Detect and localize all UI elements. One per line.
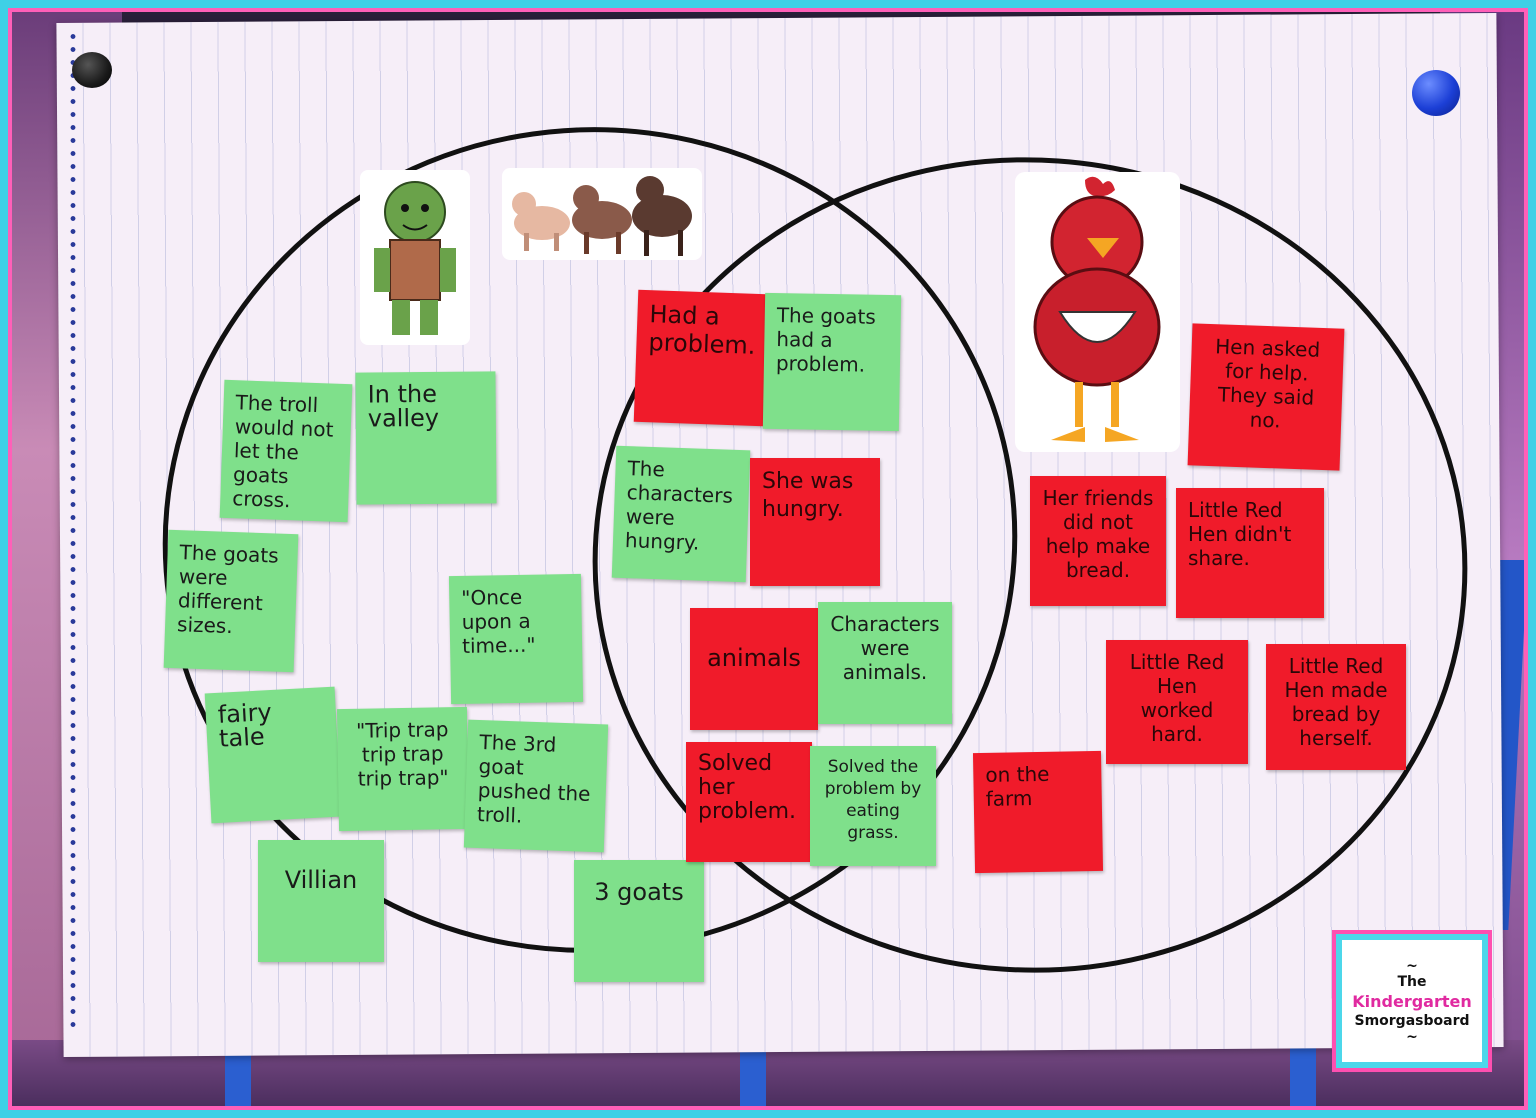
sticky-note-friends-did-not-help: Her friends did not help make bread. (1030, 476, 1166, 606)
sticky-note-goats-different-sizes: The goats were different sizes. (163, 529, 299, 673)
logo-line-3: Smorgasboard (1354, 1012, 1470, 1029)
sticky-note-she-was-hungry: She was hungry. (750, 458, 880, 586)
sticky-note-three-goats: 3 goats (574, 860, 704, 982)
sticky-note-on-the-farm: on the farm (972, 750, 1104, 874)
sticky-note-characters-were-hungry: The characters were hungry. (611, 445, 751, 583)
sticky-note-hen-made-bread: Little Red Hen made bread by herself. (1266, 644, 1406, 770)
sticky-note-animals: animals (690, 608, 818, 730)
red-hen-illustration (1015, 172, 1180, 452)
sticky-note-goats-had-a-problem: The goats had a problem. (762, 292, 902, 432)
sticky-note-solved-her-problem: Solved her problem. (686, 742, 812, 862)
sticky-note-had-a-problem: Had a problem. (633, 289, 769, 427)
sticky-note-in-the-valley: In the valley (355, 371, 497, 505)
sticky-note-fairy-tale: fairy tale (204, 686, 342, 824)
logo-line-2: Kindergarten (1352, 991, 1472, 1011)
three-goats-illustration (502, 168, 702, 260)
sticky-note-trip-trap: "Trip trap trip trap trip trap" (336, 706, 470, 832)
sticky-note-hen-didnt-share: Little Red Hen didn't share. (1176, 488, 1324, 618)
easel-leg (1290, 1040, 1316, 1110)
blue-magnet-icon (1412, 70, 1460, 116)
venn-right-circle (592, 157, 1468, 973)
black-magnet-icon (72, 52, 112, 88)
logo-line-1: The (1397, 973, 1427, 990)
sticky-note-hen-worked-hard: Little Red Hen worked hard. (1106, 640, 1248, 764)
sticky-note-villian: Villian (258, 840, 384, 962)
paper-binding-holes (68, 30, 78, 1030)
mustache-icon: ~ (1406, 957, 1418, 974)
troll-illustration (360, 170, 470, 345)
kindergarten-smorgasboard-logo: ~ The Kindergarten Smorgasboard ~ (1336, 934, 1488, 1068)
mustache-icon: ~ (1406, 1028, 1418, 1045)
sticky-note-once-upon-a-time: "Once upon a time..." (448, 573, 584, 705)
sticky-note-solved-by-eating-grass: Solved the problem by eating grass. (810, 746, 936, 866)
sticky-note-third-goat-pushed-troll: The 3rd goat pushed the troll. (463, 719, 609, 853)
sticky-note-hen-asked-for-help: Hen asked for help. They said no. (1187, 323, 1345, 471)
sticky-note-troll-would-not-let: The troll would not let the goats cross. (219, 379, 353, 523)
sticky-note-characters-were-animals: Characters were animals. (818, 602, 952, 724)
